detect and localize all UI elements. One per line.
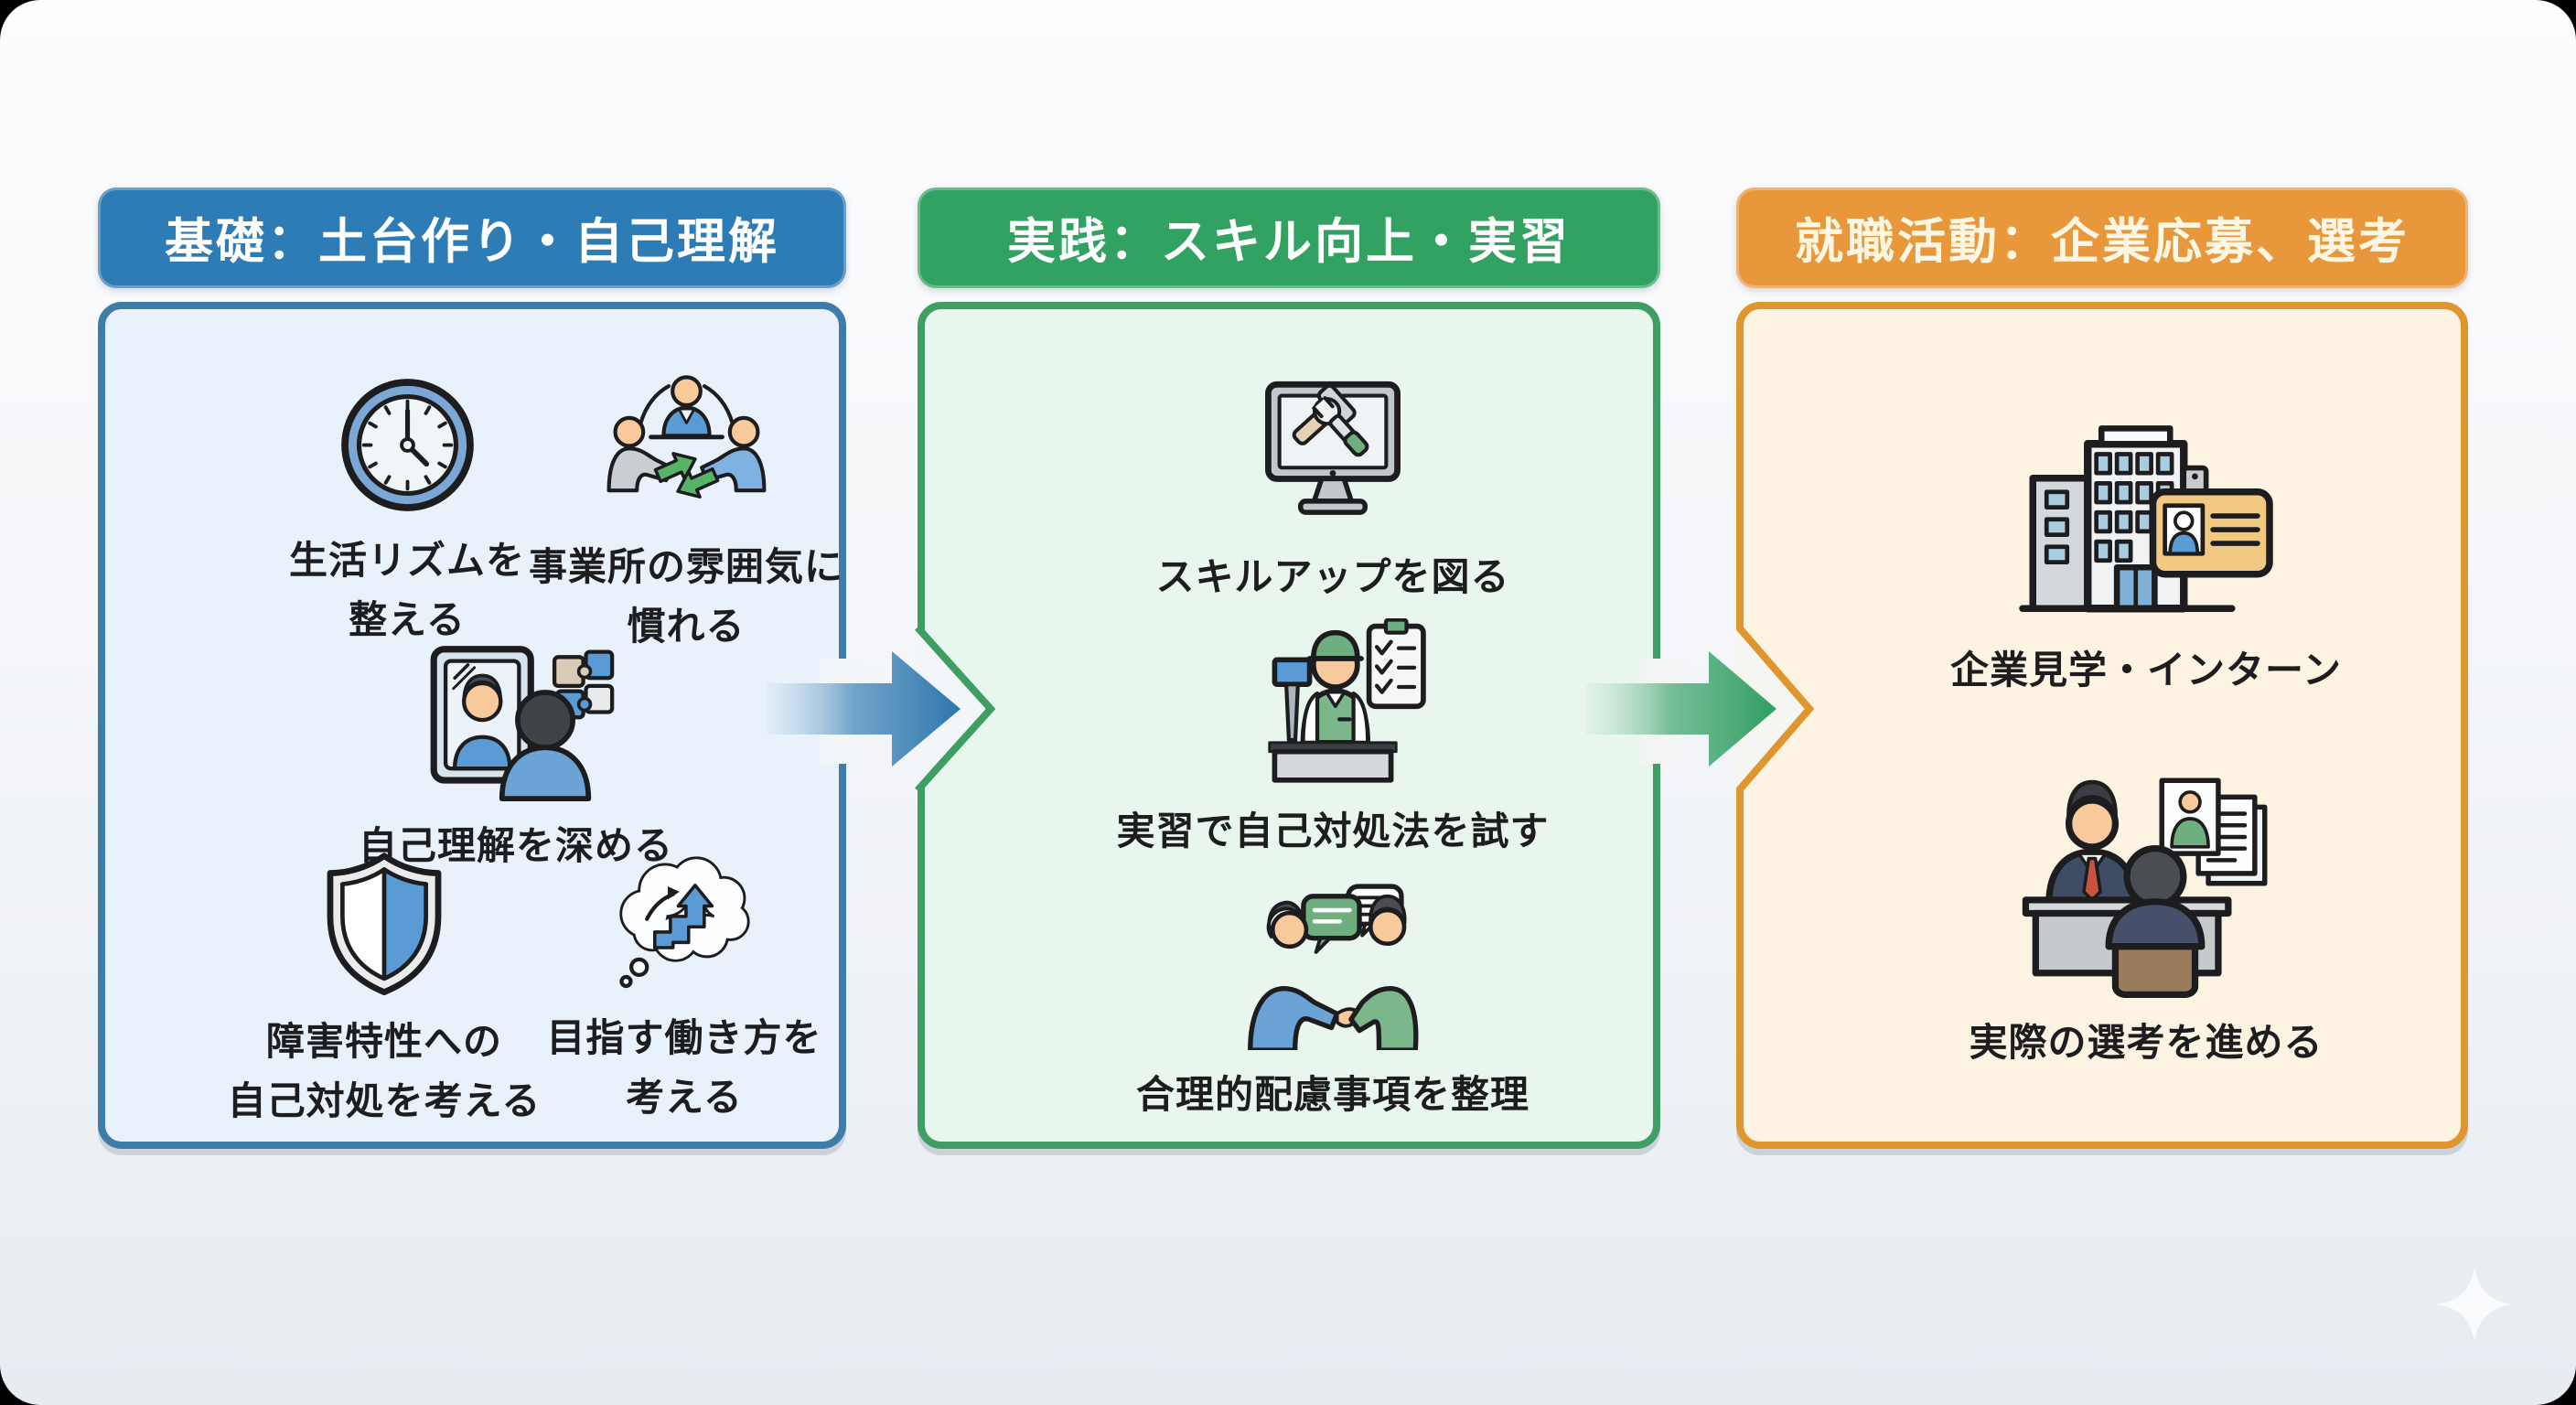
notch-chevron [915, 625, 996, 793]
item-selection-process-label: 実際の選考を進める [1969, 1021, 2324, 1064]
item-life-rhythm: 生活リズムを 整える [192, 374, 622, 649]
item-disability-selfcare: 障害特性への 自己対処を考える [169, 850, 599, 1131]
monitor-tools-icon [1265, 381, 1401, 515]
item-accommodations-label: 合理的配慮事項を整理 [1135, 1073, 1530, 1116]
item-life-rhythm-label: 生活リズムを 整える [288, 539, 525, 642]
stage-job-hunting: 就職活動：企業応募、選考 [1736, 188, 2468, 1149]
stage-foundation: 基礎：土台作り・自己理解 [98, 188, 846, 1149]
sparkle-icon [2436, 1266, 2513, 1343]
item-selection-process: 実際の選考を進める [1853, 774, 2439, 1072]
item-self-understanding-label: 自己理解を深める [358, 824, 673, 867]
company-building-icon [2019, 425, 2273, 613]
clock-icon [340, 379, 474, 511]
item-company-visit: 企業見学・インターン [1853, 420, 2439, 700]
item-disability-selfcare-label: 障害特性への 自己対処を考える [227, 1020, 542, 1123]
arrow-foundation-to-practice [767, 625, 996, 793]
discussion-icon [1248, 884, 1419, 1050]
stage-foundation-panel: 生活リズムを 整える [98, 302, 846, 1149]
item-practice-selfcare: 実習で自己対処法を試す [1040, 618, 1626, 861]
mirror-self-icon [430, 646, 614, 801]
stage-practice-panel: スキルアップを図る [918, 302, 1660, 1149]
notch-chevron [1735, 625, 1815, 793]
stage-foundation-title: 基礎：土台作り・自己理解 [165, 215, 779, 269]
item-workplace-atmosphere: 事業所の雰囲気に 慣れる [471, 370, 901, 656]
item-self-understanding: 自己理解を深める [301, 644, 731, 875]
arrow-practice-to-job-hunting [1585, 625, 1815, 793]
people-group-icon [606, 375, 766, 506]
stage-job-hunting-header: 就職活動：企業応募、選考 [1736, 188, 2468, 288]
item-practice-selfcare-label: 実習で自己対処法を試す [1116, 810, 1550, 853]
shield-icon [327, 853, 442, 995]
item-workplace-atmosphere-label: 事業所の雰囲気に 慣れる [528, 545, 843, 649]
stage-job-hunting-panel: 企業見学・インターン [1736, 302, 2468, 1149]
interview-icon [2022, 778, 2268, 998]
wrench-icon [1312, 396, 1369, 457]
worker-training-icon [1268, 618, 1426, 783]
item-skill-up-label: スキルアップを図る [1155, 555, 1510, 598]
stage-practice-title: 実践：スキル向上・実習 [1007, 215, 1571, 269]
thought-cloud-icon [618, 843, 769, 989]
item-work-style: 目指す働き方を 考える [469, 843, 899, 1127]
item-accommodations: 合理的配慮事項を整理 [1040, 884, 1626, 1124]
arrow-shape [767, 651, 961, 767]
item-work-style-label: 目指す働き方を 考える [546, 1016, 822, 1120]
item-skill-up: スキルアップを図る [1040, 377, 1626, 606]
stage-practice: 実践：スキル向上・実習 [918, 188, 1660, 1149]
stage-foundation-header: 基礎：土台作り・自己理解 [98, 188, 846, 288]
stage-job-hunting-title: 就職活動：企業応募、選考 [1795, 215, 2410, 269]
arrow-shape [1585, 651, 1776, 767]
item-company-visit-label: 企業見学・インターン [1950, 649, 2342, 692]
stage-practice-header: 実践：スキル向上・実習 [918, 188, 1660, 288]
